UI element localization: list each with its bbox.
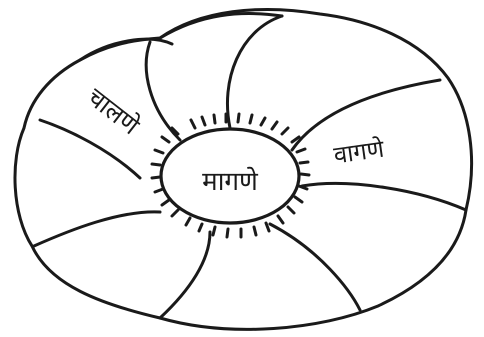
petal-divider-7 — [160, 232, 210, 318]
petal-divider-5 — [302, 183, 466, 210]
center-label: मागणे — [202, 166, 259, 197]
petal-divider-2 — [146, 42, 180, 140]
petal-divider-3 — [227, 16, 282, 128]
left-petal-label: चालणे — [82, 82, 146, 141]
petal-divider-6 — [270, 224, 360, 310]
scallop-top-1 — [80, 39, 172, 60]
right-petal-label: वागणे — [332, 135, 386, 170]
petal-divider-8 — [34, 212, 160, 246]
